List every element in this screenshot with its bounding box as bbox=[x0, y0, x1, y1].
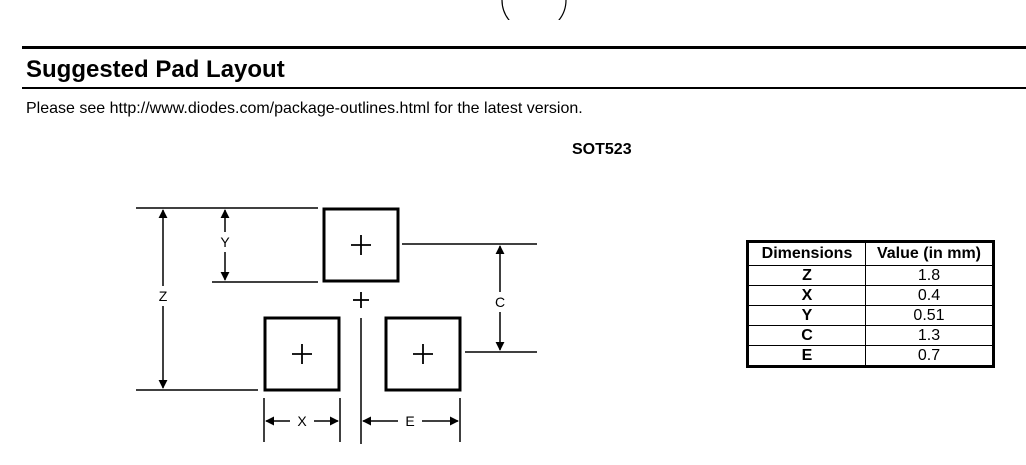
package-name: SOT523 bbox=[572, 141, 632, 158]
section-title: Suggested Pad Layout bbox=[26, 56, 285, 83]
pad-bottom-right bbox=[384, 316, 462, 392]
circle-arc bbox=[501, 0, 567, 20]
center-cross bbox=[353, 292, 369, 308]
section-top-rule bbox=[22, 46, 1026, 49]
label-z: Z bbox=[159, 288, 168, 304]
dimension-name: E bbox=[747, 345, 866, 367]
pad-top bbox=[322, 207, 400, 283]
table-row: Y 0.51 bbox=[747, 305, 994, 326]
dimensions-table: Dimensions Value (in mm) Z 1.8 X 0.4 Y 0… bbox=[746, 240, 995, 368]
dimension-y: Y bbox=[220, 209, 230, 281]
dimension-name: Z bbox=[747, 265, 866, 286]
dimension-z: Z bbox=[158, 209, 168, 389]
label-e: E bbox=[405, 413, 414, 429]
dimension-value: 1.8 bbox=[865, 265, 994, 286]
table-row: C 1.3 bbox=[747, 325, 994, 346]
dimension-value: 0.4 bbox=[865, 285, 994, 306]
label-c: C bbox=[495, 294, 505, 310]
dimension-e: E bbox=[362, 413, 459, 429]
dimension-x: X bbox=[265, 413, 339, 429]
label-y: Y bbox=[220, 234, 230, 250]
label-x: X bbox=[297, 413, 307, 429]
pad-bottom-left bbox=[263, 316, 341, 392]
dimension-value: 0.7 bbox=[865, 345, 994, 367]
package-outline-note: Please see http://www.diodes.com/package… bbox=[26, 100, 583, 117]
extension-lines bbox=[136, 207, 537, 442]
dimension-c: C bbox=[495, 245, 505, 351]
dimension-value: 0.51 bbox=[865, 305, 994, 326]
section-bottom-rule bbox=[22, 87, 1026, 89]
column-header-dimensions: Dimensions bbox=[747, 241, 866, 266]
table-row: X 0.4 bbox=[747, 285, 994, 306]
previous-figure-fragment bbox=[501, 0, 567, 20]
table-row: Z 1.8 bbox=[747, 265, 994, 286]
dimension-name: X bbox=[747, 285, 866, 306]
dimension-name: C bbox=[747, 325, 866, 346]
table-header-row: Dimensions Value (in mm) bbox=[747, 241, 994, 266]
table-row: E 0.7 bbox=[747, 345, 994, 367]
dimension-value: 1.3 bbox=[865, 325, 994, 346]
column-header-value: Value (in mm) bbox=[865, 241, 994, 266]
dimension-name: Y bbox=[747, 305, 866, 326]
